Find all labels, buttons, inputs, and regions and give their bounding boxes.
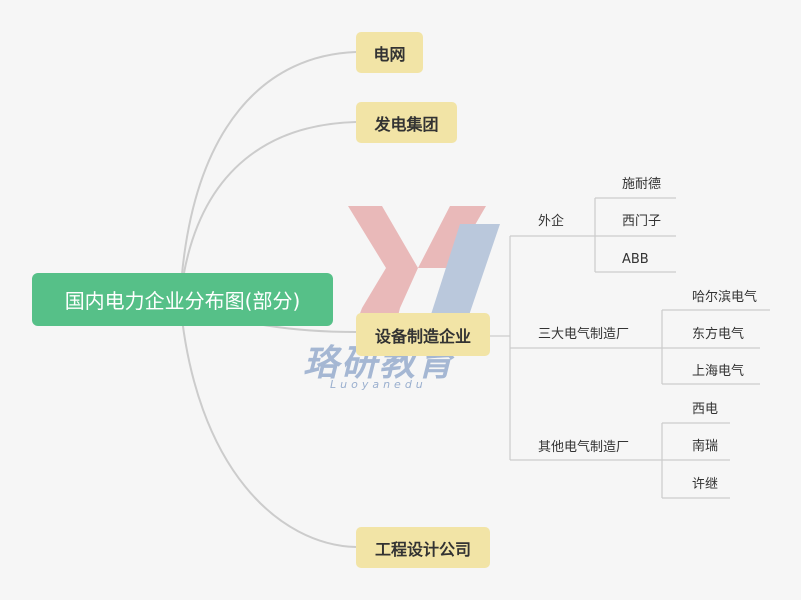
branch-engineering-design[interactable]: 工程设计公司 bbox=[356, 527, 490, 568]
leaf-schneider[interactable]: 施耐德 bbox=[622, 177, 662, 192]
group-other-manufacturers[interactable]: 其他电气制造厂 bbox=[538, 440, 630, 455]
group-foreign[interactable]: 外企 bbox=[538, 214, 565, 229]
leaf-xuji[interactable]: 许继 bbox=[692, 477, 719, 492]
branch-generation-groups[interactable]: 发电集团 bbox=[356, 102, 457, 143]
watermark-subtext: Luoyanedu bbox=[330, 378, 427, 391]
branch-equipment-manufacturers[interactable]: 设备制造企业 bbox=[356, 313, 490, 356]
leaf-harbin-electric[interactable]: 哈尔滨电气 bbox=[692, 290, 758, 305]
branch-grid[interactable]: 电网 bbox=[356, 32, 423, 73]
leaf-xidian[interactable]: 西电 bbox=[692, 402, 719, 417]
leaf-shanghai-electric[interactable]: 上海电气 bbox=[692, 364, 745, 379]
link-root-gen bbox=[179, 121, 357, 301]
link-root-design bbox=[179, 299, 357, 548]
leaf-siemens[interactable]: 西门子 bbox=[622, 214, 662, 229]
leaf-dongfang-electric[interactable]: 东方电气 bbox=[692, 327, 745, 342]
group-big-three[interactable]: 三大电气制造厂 bbox=[538, 327, 630, 342]
link-root-grid bbox=[179, 51, 357, 301]
leaf-nari[interactable]: 南瑞 bbox=[692, 439, 719, 454]
root-node[interactable]: 国内电力企业分布图(部分) bbox=[32, 273, 333, 326]
leaf-abb[interactable]: ABB bbox=[622, 252, 649, 267]
